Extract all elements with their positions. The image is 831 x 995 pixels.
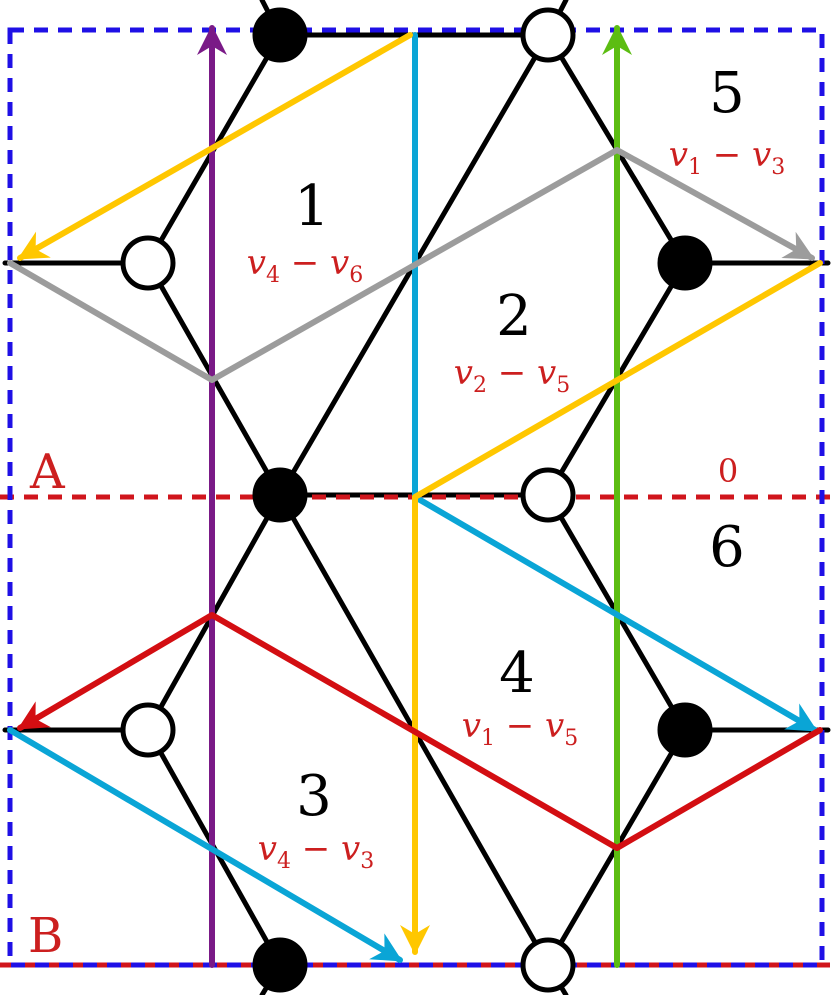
white-vertex bbox=[520, 7, 576, 63]
cut-label-a: A bbox=[29, 444, 66, 500]
cyan-path-wrap bbox=[7, 727, 403, 963]
zero-label: 0 bbox=[718, 452, 738, 490]
face-number-1: 1 bbox=[294, 174, 330, 239]
face-number-5: 5 bbox=[709, 61, 745, 126]
face-number-3: 3 bbox=[296, 764, 332, 829]
face-number-4: 4 bbox=[499, 641, 535, 706]
black-vertex bbox=[252, 937, 308, 993]
face-label-5: v1 − v3 bbox=[669, 135, 786, 180]
fundamental-domain-border bbox=[7, 27, 825, 968]
face-label-1: v4 − v6 bbox=[247, 243, 364, 288]
face-number-2: 2 bbox=[496, 284, 532, 349]
face-label-2: v2 − v5 bbox=[454, 353, 571, 398]
gray-path bbox=[7, 147, 815, 383]
black-vertex bbox=[252, 7, 308, 63]
yellow-path-wrap bbox=[400, 260, 823, 955]
black-vertex bbox=[252, 467, 308, 523]
black-vertex bbox=[657, 702, 713, 758]
black-vertex bbox=[657, 235, 713, 291]
colored-paths bbox=[7, 25, 823, 968]
face-label-4: v1 − v5 bbox=[462, 706, 579, 751]
white-vertex bbox=[120, 235, 176, 291]
white-vertex bbox=[120, 702, 176, 758]
cut-label-b: B bbox=[28, 908, 63, 964]
white-vertex bbox=[520, 937, 576, 993]
face-number-6: 6 bbox=[709, 515, 745, 580]
face-label-3: v4 − v3 bbox=[258, 829, 375, 874]
vertices bbox=[120, 7, 713, 993]
red-path bbox=[17, 612, 823, 851]
yellow-path bbox=[17, 32, 413, 261]
white-vertex bbox=[520, 467, 576, 523]
